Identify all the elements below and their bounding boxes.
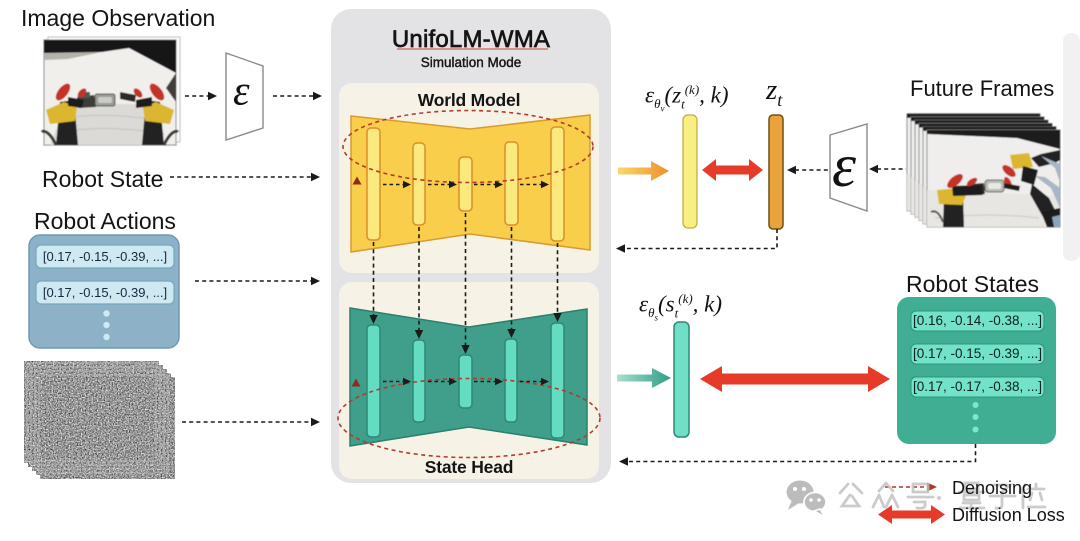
- svg-text:ε: ε: [233, 69, 250, 115]
- svg-text:ε: ε: [832, 133, 856, 200]
